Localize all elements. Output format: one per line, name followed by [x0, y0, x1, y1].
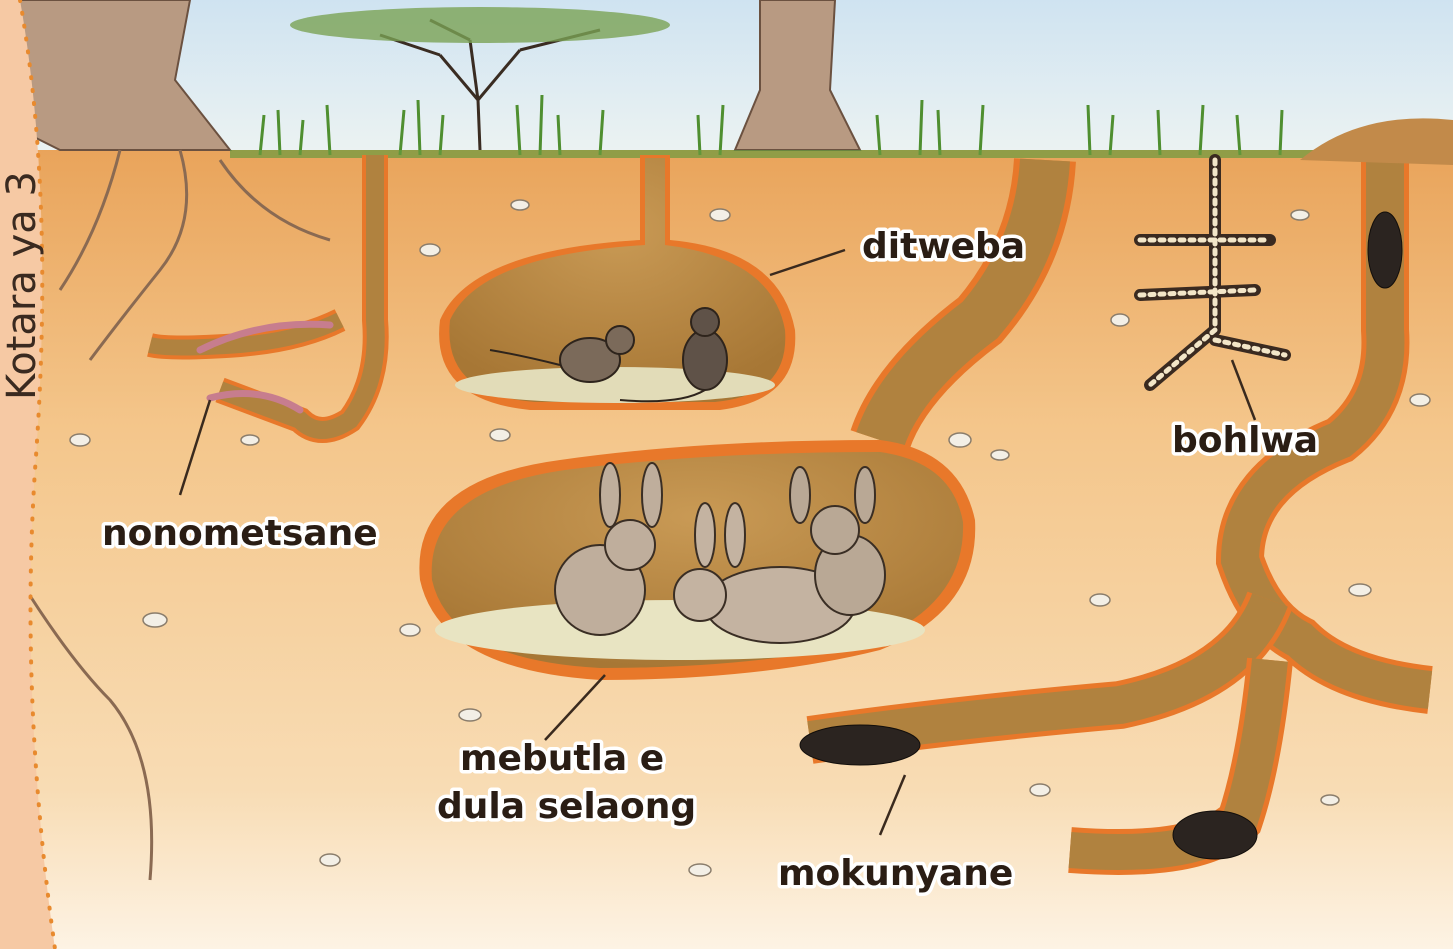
label-bohlwa: bohlwa [1172, 420, 1318, 461]
label-ditweba: ditweba [862, 226, 1025, 267]
label-nonometsane: nonometsane [102, 513, 378, 554]
ground-line [230, 150, 1453, 158]
label-mebutla-line1: mebutla e [460, 738, 664, 779]
label-mokunyane: mokunyane [778, 853, 1013, 894]
side-tab-label: Kotara ya 3 [0, 171, 45, 400]
label-mebutla-line2: dula selaong [437, 786, 696, 827]
rabbit-warren [419, 440, 975, 680]
